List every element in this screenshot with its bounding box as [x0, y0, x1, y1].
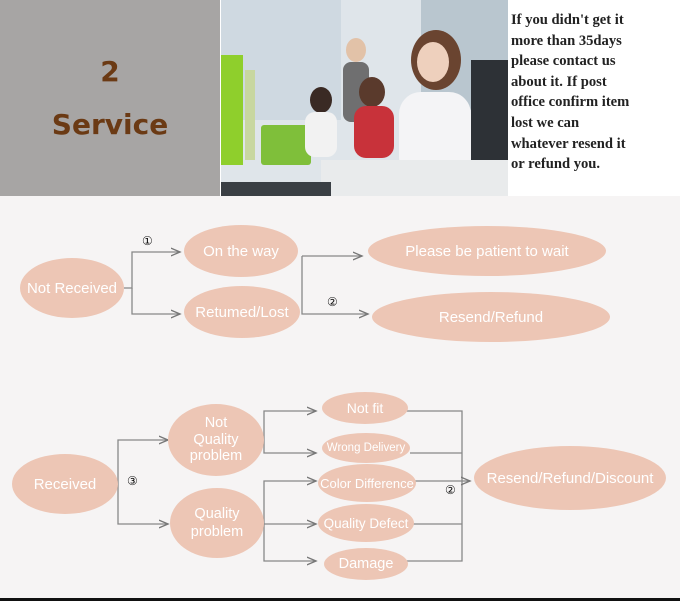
- step-2-marker-top: ②: [327, 295, 338, 309]
- patient-node: Please be patient to wait: [368, 226, 606, 276]
- step-1-marker: ①: [142, 234, 153, 248]
- color-difference-node: Color Difference: [318, 464, 416, 502]
- not-quality-node: Not Quality problem: [168, 404, 264, 476]
- notice-line: please contact us: [511, 53, 616, 70]
- received-node: Received: [12, 454, 118, 514]
- not-quality-line: problem: [189, 448, 243, 465]
- notice-line: about it. If post: [511, 73, 607, 90]
- returned-lost-label: Retumed/Lost: [195, 303, 289, 321]
- wrong-delivery-node: Wrong Delivery: [322, 433, 410, 463]
- patient-label: Please be patient to wait: [405, 242, 569, 260]
- contact-notice: If you didn't get it more than 35days pl…: [509, 10, 680, 196]
- quality-node: Quality problem: [170, 488, 264, 558]
- not-fit-node: Not fit: [322, 392, 408, 424]
- received-label: Received: [33, 475, 97, 493]
- notice-line: office confirm item: [511, 94, 630, 111]
- quality-line: Quality: [194, 506, 240, 522]
- returned-lost-node: Retumed/Lost: [184, 286, 300, 338]
- resend-refund-label: Resend/Refund: [438, 308, 544, 326]
- notice-line: If you didn't get it: [511, 12, 624, 28]
- customer-service-photo: [221, 0, 508, 196]
- not-fit-label: Not fit: [346, 400, 384, 416]
- arrow-to-color-difference: [263, 481, 316, 524]
- arrow-to-returned-lost: [131, 288, 180, 314]
- notice-line: or refund you.: [511, 156, 601, 173]
- damage-node: Damage: [324, 548, 408, 580]
- bracket-bottom-outer: [390, 410, 463, 562]
- quality-defect-label: Quality Defect: [323, 515, 409, 531]
- not-quality-line: Quality: [193, 431, 239, 448]
- notice-line: more than 35days: [511, 32, 622, 49]
- notice-line: whatever resend it: [511, 135, 626, 152]
- service-flowchart: Not Received ① On the way Retumed/Lost P…: [0, 196, 680, 598]
- title-panel: 2 Service: [0, 0, 220, 196]
- notice-line: lost we can: [511, 114, 580, 131]
- bottom-divider: [0, 598, 680, 601]
- color-difference-label: Color Difference: [320, 475, 414, 491]
- office-illustration: [221, 0, 508, 196]
- quality-defect-node: Quality Defect: [318, 504, 414, 542]
- not-received-node: Not Received: [20, 258, 124, 318]
- quality-line: problem: [190, 524, 244, 540]
- section-title: Service: [51, 108, 169, 141]
- wrong-delivery-label: Wrong Delivery: [326, 442, 406, 454]
- bracket-top: [301, 256, 310, 315]
- damage-label: Damage: [338, 556, 394, 572]
- resend-refund-node: Resend/Refund: [372, 292, 610, 342]
- on-the-way-label: On the way: [203, 242, 279, 260]
- arrow-to-not-quality: [117, 440, 168, 484]
- resolution-node: Resend/Refund/Discount: [474, 446, 666, 510]
- arrow-to-quality: [117, 484, 168, 524]
- not-received-label: Not Received: [26, 279, 118, 297]
- not-quality-line: Not: [204, 415, 228, 432]
- arrow-to-not-fit: [263, 411, 316, 440]
- arrow-to-damage: [263, 524, 316, 561]
- service-header: 2 Service If you didn't get it more th: [0, 0, 680, 196]
- on-the-way-node: On the way: [184, 225, 298, 277]
- section-number: 2: [100, 54, 120, 88]
- step-3-marker: ③: [127, 474, 138, 488]
- resolution-label: Resend/Refund/Discount: [486, 469, 654, 487]
- connector-lines: [117, 196, 680, 598]
- arrow-to-on-the-way: [124, 252, 180, 289]
- step-2-marker-bottom: ②: [445, 483, 456, 497]
- arrow-to-wrong-delivery: [263, 440, 316, 453]
